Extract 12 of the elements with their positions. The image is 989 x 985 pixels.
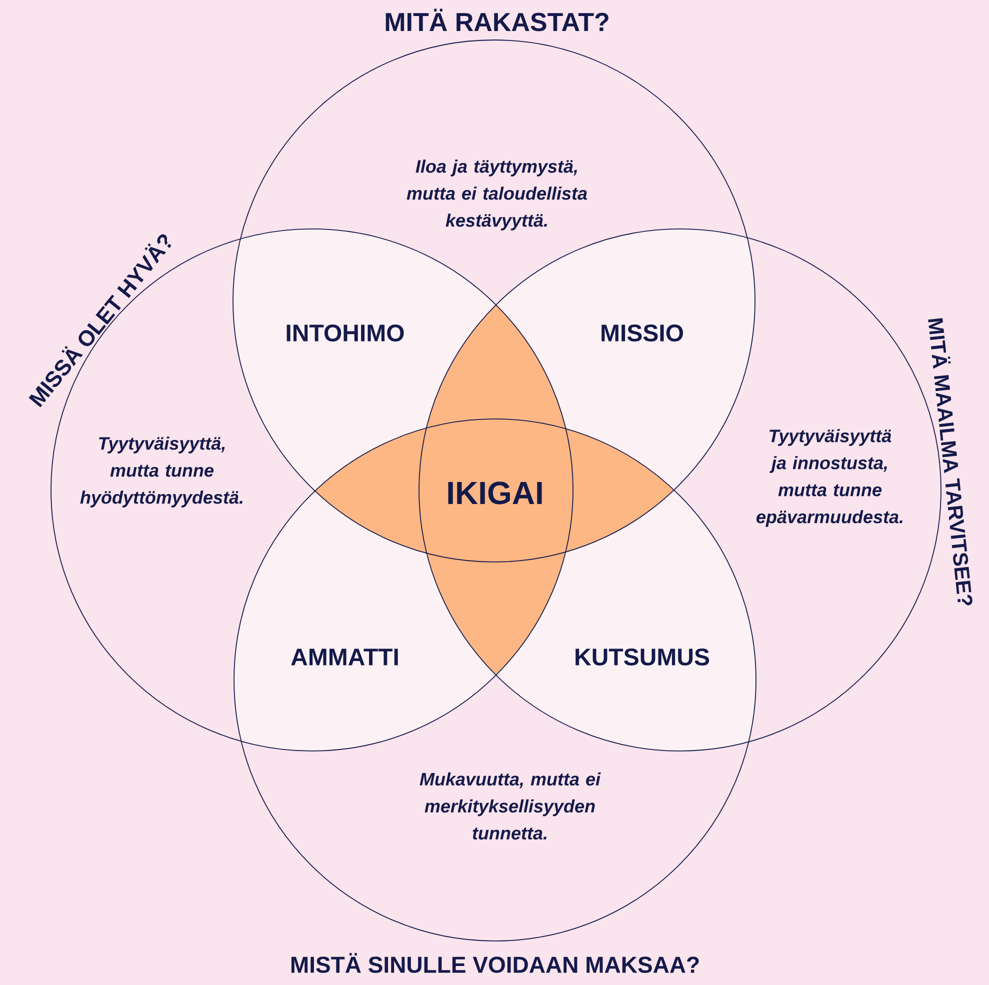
region-label: AMMATTI — [291, 648, 398, 666]
circle-heading: MISTÄ SINULLE VOIDAAN MAKSAA? — [291, 953, 699, 973]
circle-description: Mukavuutta, mutta ei merkityksellisyyden tunnetta. — [420, 772, 601, 840]
region-label: MISSIO — [602, 324, 683, 342]
region-label: KUTSUMUS — [576, 648, 710, 666]
circle-heading: MITÄ RAKASTAT? — [386, 8, 608, 32]
region-label: INTOHIMO — [286, 324, 404, 342]
region-label: IKIGAI — [448, 482, 542, 504]
circle-description: Tyytyväisyyttä ja innostusta, mutta tunne epävarmuudesta. — [756, 429, 902, 527]
circle-description: Tyytyväisyyttä, mutta tunne hyödyttömyydestä. — [80, 436, 242, 508]
circle-heading: MITÄ MAAILMA TARVITSEE? — [928, 318, 972, 606]
circle-description: Iloa ja täyttymystä, mutta ei taloudellista kestävyyttä. — [406, 160, 587, 230]
